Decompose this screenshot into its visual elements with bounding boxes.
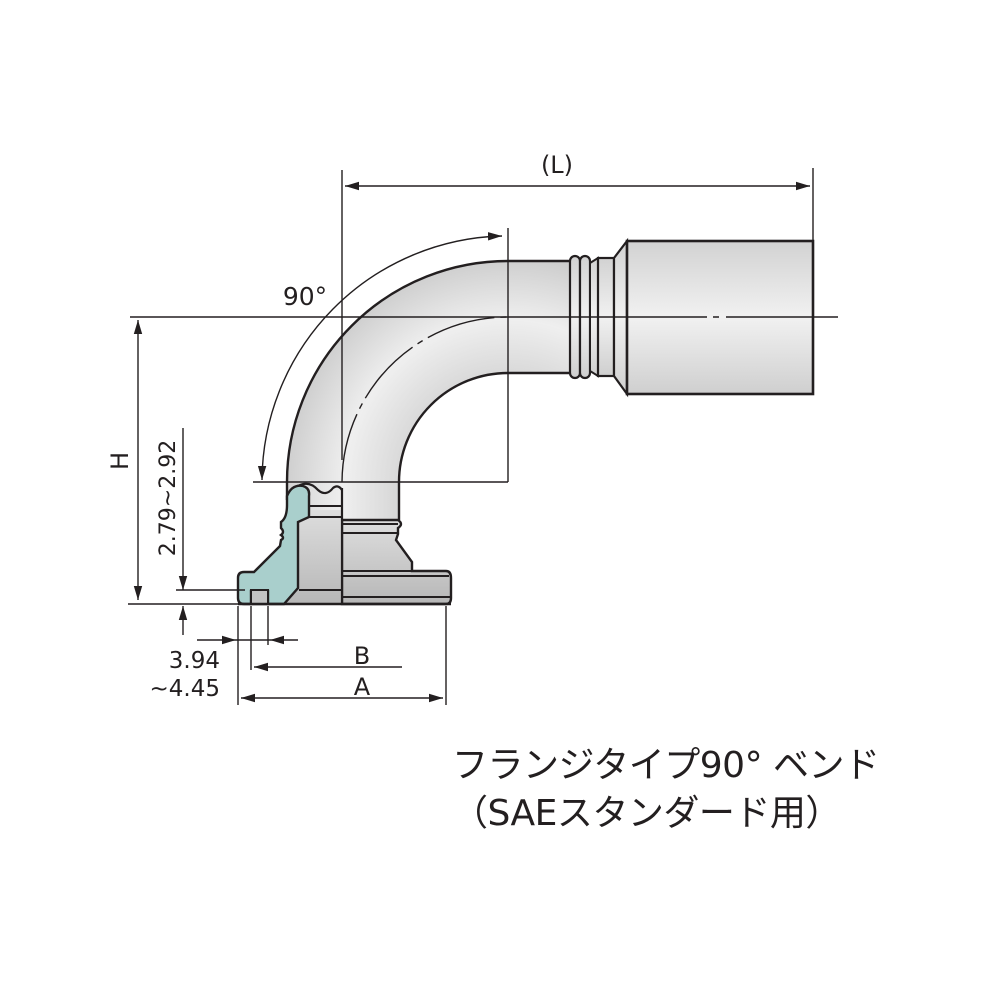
groove-width-label-2: ~4.45	[150, 676, 220, 702]
groove-width-label-1: 3.94	[169, 648, 220, 674]
cross-section	[236, 484, 311, 606]
flange-thickness-label: 2.79~2.92	[156, 440, 181, 556]
bend-tube	[285, 259, 578, 522]
flange	[236, 482, 453, 606]
length-label: (L)	[541, 151, 573, 179]
angle-label: 90°	[283, 282, 327, 311]
dim-b-label: B	[354, 642, 370, 670]
caption-line-1: フランジタイプ90° ベンド	[452, 745, 880, 786]
dim-a-label: A	[354, 673, 371, 701]
dimension-lines	[128, 168, 814, 705]
height-label: H	[106, 452, 134, 470]
caption-line-2: （SAEスタンダード用）	[452, 793, 841, 834]
